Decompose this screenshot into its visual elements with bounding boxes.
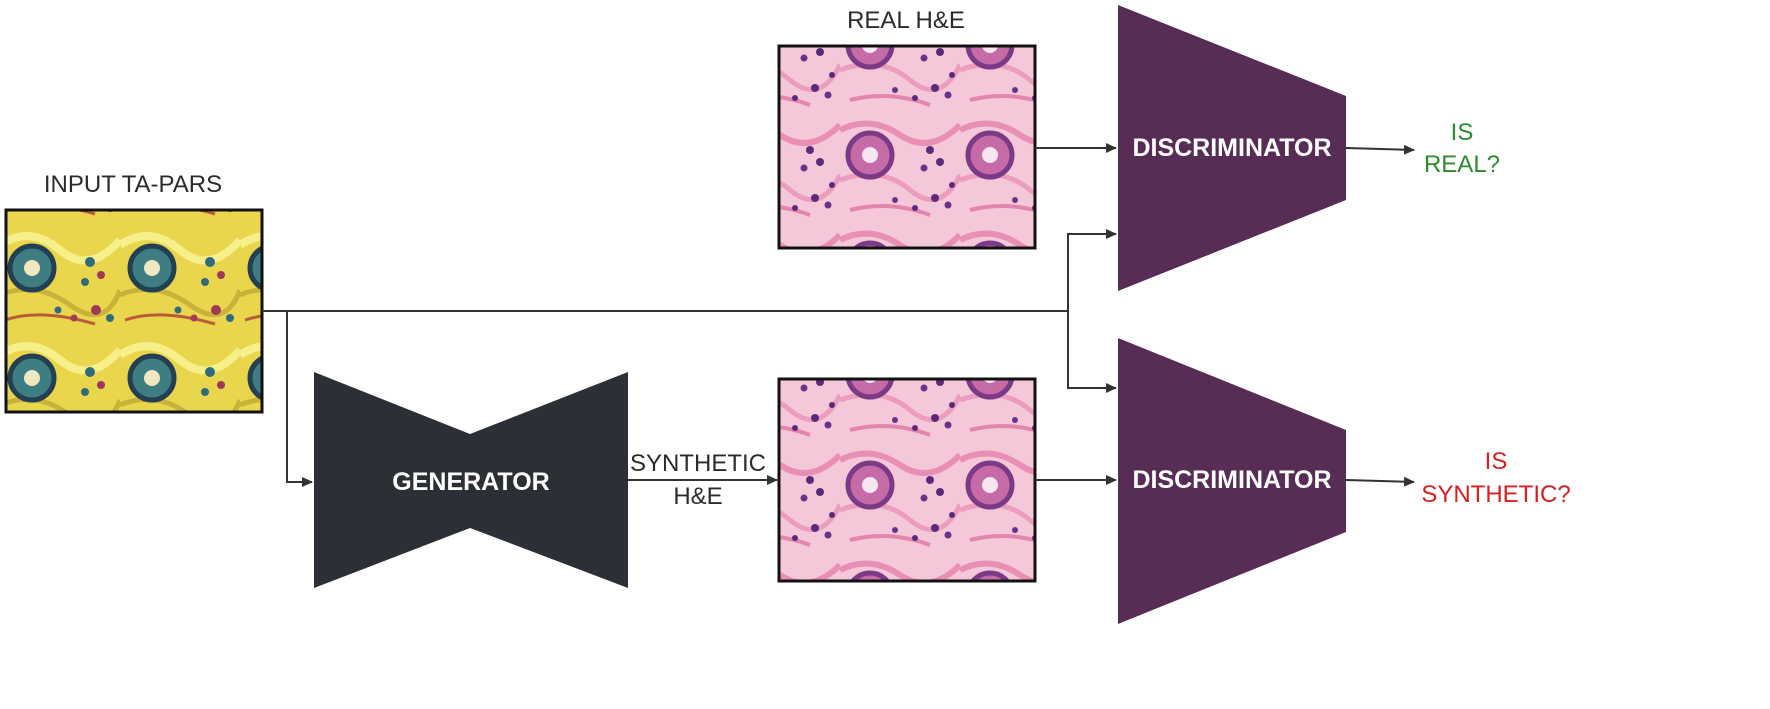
output-is-real-line2: REAL?: [1424, 151, 1500, 178]
discriminator-bottom-label: DISCRIMINATOR: [1132, 466, 1331, 494]
input-to-generator-arrow: [286, 311, 313, 487]
discriminator-top-output-arrow: [1345, 144, 1415, 155]
input-image-label: INPUT TA-PARS: [44, 171, 222, 198]
synthetic-he-label-line2: H&E: [673, 483, 722, 510]
discriminator-bottom-block: [1118, 338, 1346, 624]
generator-label: GENERATOR: [392, 468, 549, 496]
synthetic-he-label-line1: SYNTHETIC: [630, 450, 766, 477]
discriminator-top-block: [1118, 5, 1346, 291]
input-to-discriminator-top-arrow: [1067, 229, 1117, 311]
input-to-discriminator-bottom-arrow: [1067, 311, 1117, 393]
generator-block: [314, 372, 628, 588]
output-is-synthetic-line1: IS: [1485, 448, 1508, 475]
input-ta-pars-image: [4, 208, 264, 414]
real-he-image: [777, 44, 1037, 250]
output-is-real-line1: IS: [1451, 119, 1474, 146]
synthetic-he-image: [777, 377, 1037, 583]
output-is-synthetic-line2: SYNTHETIC?: [1421, 481, 1570, 508]
discriminator-top-label: DISCRIMINATOR: [1132, 134, 1331, 162]
real-he-label: REAL H&E: [847, 7, 965, 34]
discriminator-bottom-output-arrow: [1345, 476, 1415, 487]
